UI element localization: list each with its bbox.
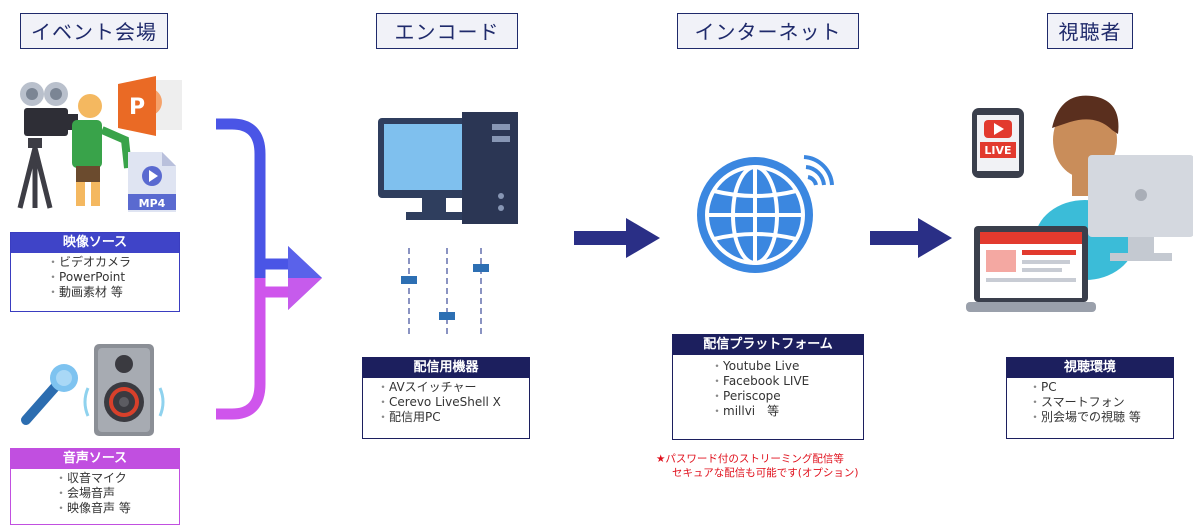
audio-source-item: 会場音声 [55,486,179,501]
mp4-label: MP4 [139,197,166,210]
camera-operator-icon [17,82,132,209]
video-source-item: PowerPoint [47,270,179,285]
audio-source-title: 音声ソース [11,449,179,469]
security-note: ★パスワード付のストリーミング配信等 セキュアな配信も可能です(オプション) [656,452,858,480]
viewing-item: PC [1029,380,1173,395]
speaker-icon [83,344,165,436]
video-source-box: 映像ソース ビデオカメラ PowerPoint 動画素材 等 [10,232,180,312]
audio-source-item: 収音マイク [55,471,179,486]
video-source-item: ビデオカメラ [47,255,179,270]
header-viewer: 視聴者 [1047,13,1133,49]
viewing-box: 視聴環境 PC スマートフォン 別会場での視聴 等 [1006,357,1174,439]
live-badge: LIVE [984,144,1011,157]
platform-item: Youtube Live [711,359,863,374]
arrow-right-icon [870,218,952,258]
header-venue: イベント会場 [20,13,168,49]
platform-item: millvi 等 [711,404,863,419]
desktop-monitor-icon [1088,155,1193,261]
platform-title: 配信プラットフォーム [673,335,863,355]
powerpoint-icon: P [118,76,182,136]
platform-item: Periscope [711,389,863,404]
microphone-icon [21,364,78,425]
mixer-fader-icon [401,248,489,338]
mp4-file-icon: MP4 [128,152,176,212]
audio-source-box: 音声ソース 収音マイク 会場音声 映像音声 等 [10,448,180,525]
security-note-line: ★パスワード付のストリーミング配信等 [656,453,844,465]
encoder-item: AVスイッチャー [377,380,529,395]
laptop-icon [966,226,1096,312]
encoder-pc-icon [378,112,518,224]
viewing-title: 視聴環境 [1007,358,1173,378]
video-source-title: 映像ソース [11,233,179,253]
security-note-line: セキュアな配信も可能です(オプション) [672,467,859,479]
merge-bracket-arrows [216,118,322,420]
encoder-item: 配信用PC [377,410,529,425]
platform-item: Facebook LIVE [711,374,863,389]
header-internet: インターネット [677,13,859,49]
encoder-box: 配信用機器 AVスイッチャー Cerevo LiveShell X 配信用PC [362,357,530,439]
platform-box: 配信プラットフォーム Youtube Live Facebook LIVE Pe… [672,334,864,440]
viewing-item: 別会場での視聴 等 [1029,410,1173,425]
header-encode: エンコード [376,13,518,49]
audio-source-item: 映像音声 等 [55,501,179,516]
arrow-right-icon [574,218,660,258]
globe-icon [697,155,834,273]
video-source-item: 動画素材 等 [47,285,179,300]
encoder-title: 配信用機器 [363,358,529,378]
powerpoint-letter: P [129,95,145,120]
smartphone-live-icon: LIVE [972,108,1024,178]
viewing-item: スマートフォン [1029,395,1173,410]
encoder-item: Cerevo LiveShell X [377,395,529,410]
